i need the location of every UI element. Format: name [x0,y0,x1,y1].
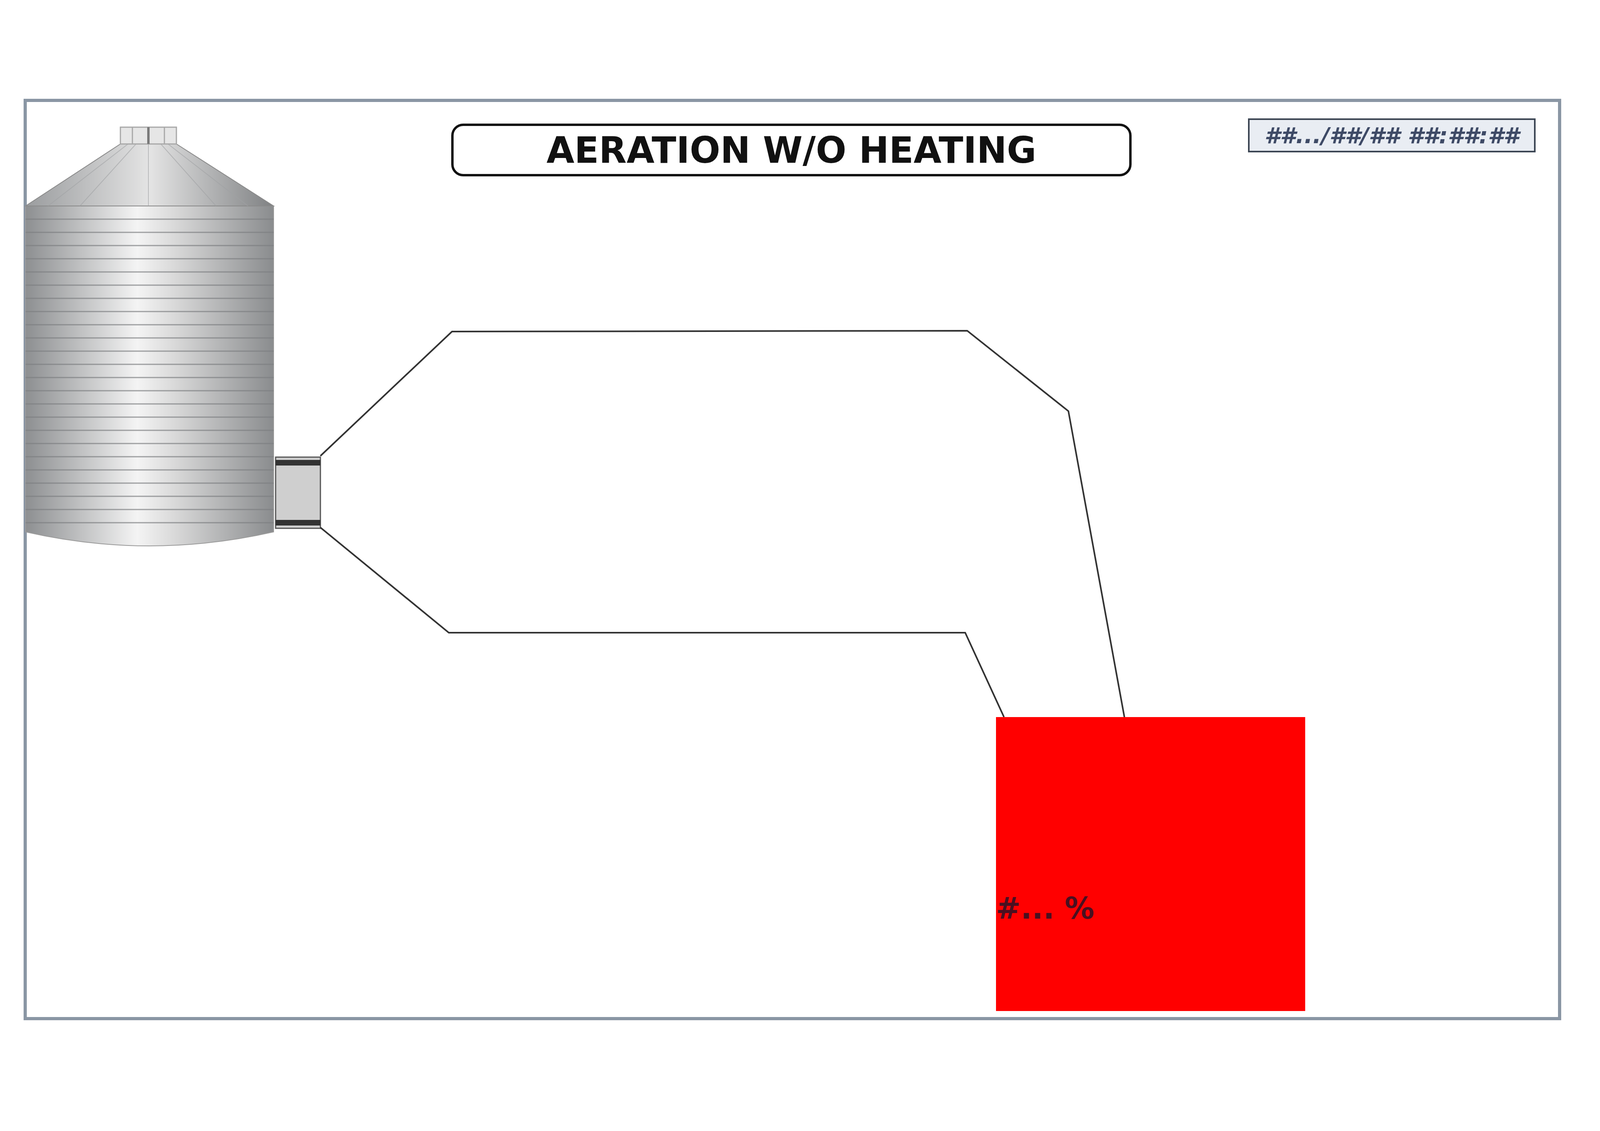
silo-roof [25,144,274,206]
screen-title: AERATION W/O HEATING [546,129,1037,172]
roof-vent [120,127,177,144]
duct-line [320,527,1004,718]
duct-line [320,330,1125,718]
title-box: AERATION W/O HEATING [451,123,1132,177]
datetime-field-text: ##.../##/## ##:##:## [1264,122,1520,149]
silo-outlet [275,457,321,529]
percent-display: #... % [996,717,1306,1012]
datetime-field: ##.../##/## ##:##:## [1248,118,1536,153]
silo-ridges [25,219,274,523]
percent-display-text: #... % [996,891,1095,926]
silo-body [25,206,274,546]
